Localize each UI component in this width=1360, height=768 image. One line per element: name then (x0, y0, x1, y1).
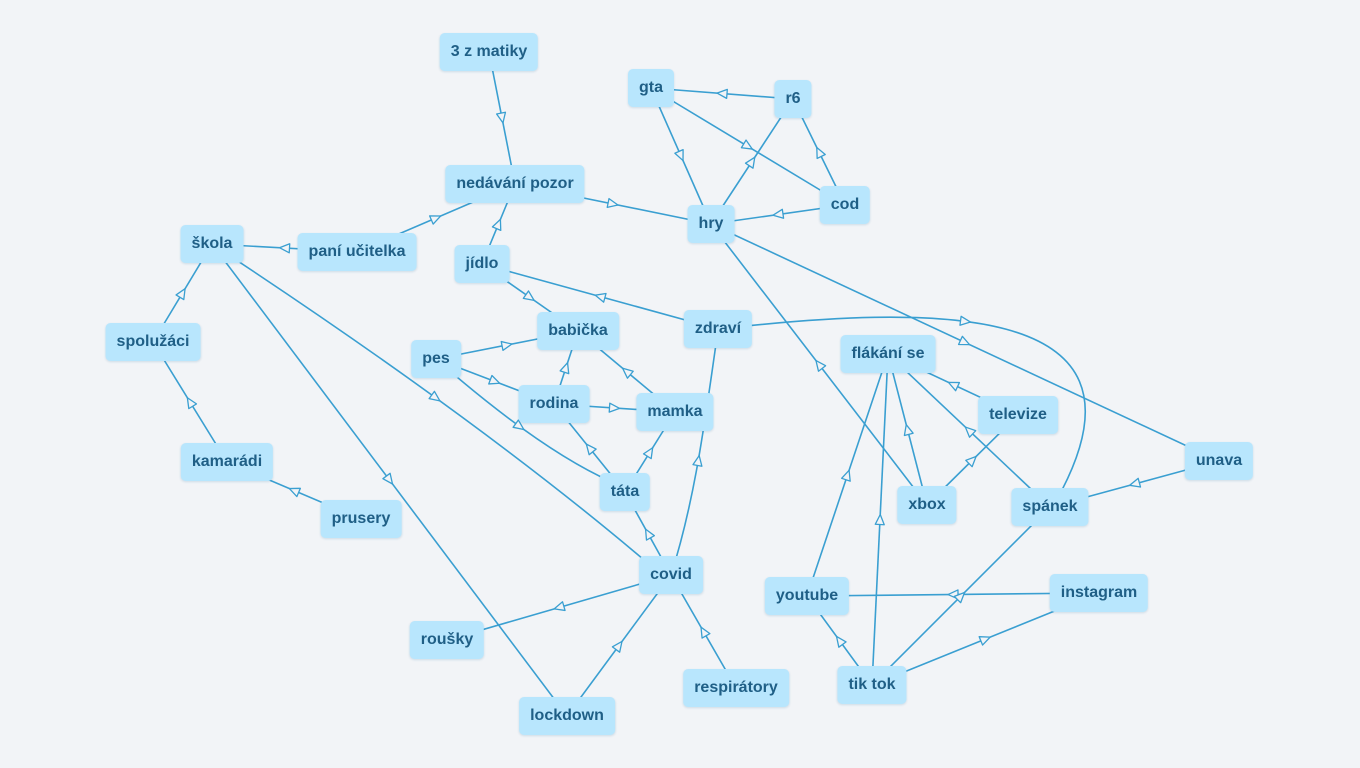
arrowhead-unava-to-spanek (1129, 477, 1142, 488)
arrowhead-tata-to-mamka (642, 447, 654, 460)
node-tata[interactable]: táta (599, 473, 651, 511)
arrowhead-televize-to-flakani (947, 381, 961, 392)
node-televize[interactable]: televize (978, 396, 1058, 434)
node-hry[interactable]: hry (687, 205, 735, 243)
arrowhead-prusery-to-kamaradi (288, 487, 302, 498)
node-xbox[interactable]: xbox (897, 486, 957, 524)
node-youtube[interactable]: youtube (764, 577, 850, 615)
node-unava[interactable]: unava (1184, 442, 1254, 480)
node-nedavani-pozor[interactable]: nedávání pozor (445, 165, 585, 203)
arrowhead-xbox-to-hry (815, 359, 827, 372)
arrowhead-kamaradi-to-spoluzaci (186, 397, 198, 410)
node-skola[interactable]: škola (180, 225, 244, 263)
connector-pes-to-tata (435, 358, 613, 483)
arrowhead-youtube-to-flakani (840, 469, 851, 482)
arrowhead-jidlo-to-nedavani (491, 218, 502, 231)
arrowhead-tiktok-to-spanek (953, 591, 966, 604)
arrowhead-ucitelka-to-skola (278, 243, 291, 254)
node-flakani-se[interactable]: flákání se (840, 335, 936, 373)
node-kamaradi[interactable]: kamarádi (180, 443, 274, 481)
arrowhead-xbox-to-televize (965, 455, 977, 468)
node-cod[interactable]: cod (819, 186, 871, 224)
arrowhead-rodina-to-mamka (608, 402, 621, 413)
node-lockdown[interactable]: lockdown (519, 697, 615, 735)
node-pes[interactable]: pes (411, 340, 461, 378)
arrowhead-gta-to-hry (674, 148, 684, 162)
arrowhead-spanek-to-flakani (964, 426, 977, 438)
arrowhead-gta-to-cod (740, 139, 753, 150)
node-respiratory[interactable]: respirátory (683, 669, 789, 707)
arrowhead-respiratory-to-covid (700, 626, 711, 639)
arrowhead-tiktok-to-youtube (835, 635, 847, 648)
arrowhead-pes-to-tata (512, 419, 525, 431)
arrowhead-tiktok-to-flakani (874, 513, 885, 526)
node-r6[interactable]: r6 (774, 80, 812, 118)
arrowhead-zdravi-to-spanek (959, 315, 972, 326)
arrowhead-hry-to-unava (957, 335, 971, 346)
arrowhead-lockdown-to-covid (611, 640, 623, 653)
arrowhead-tiktok-to-instagram (978, 636, 991, 646)
arrowhead-pes-to-rodina (488, 374, 501, 385)
connector-zdravi-to-spanek (717, 316, 1087, 491)
node-gta[interactable]: gta (628, 69, 674, 107)
node-instagram[interactable]: instagram (1049, 574, 1149, 612)
arrowhead-rodina-to-babicka (559, 362, 570, 375)
node-zdravi[interactable]: zdraví (683, 310, 753, 348)
node-covid[interactable]: covid (639, 556, 703, 594)
node-tik-tok[interactable]: tik tok (837, 666, 907, 704)
arrowhead-skola-to-lockdown (382, 472, 394, 485)
arrowhead-covid-to-tata (644, 528, 656, 541)
connector-covid-to-zdravi (670, 343, 717, 576)
node-prusery[interactable]: prusery (320, 500, 402, 538)
arrowhead-zdravi-to-jidlo (594, 292, 607, 303)
arrowhead-covid-to-rousky (553, 601, 566, 612)
arrowhead-mamka-to-babicka (622, 367, 634, 379)
arrowhead-nedavani-to-hry (606, 197, 619, 209)
arrowhead-matiky-to-nedavani (495, 111, 507, 124)
arrowhead-r6-to-gta (716, 88, 728, 100)
arrowhead-jidlo-to-babicka (522, 290, 535, 302)
node-babicka[interactable]: babička (537, 312, 619, 350)
arrowhead-tata-to-rodina (585, 443, 597, 456)
arrowhead-xbox-to-flakani (903, 424, 914, 437)
arrowhead-ucitelka-to-nedavani (428, 215, 442, 225)
connector-skola-to-covid (211, 243, 651, 566)
node-3-z-matiky[interactable]: 3 z matiky (439, 33, 539, 71)
node-pani-ucitelka[interactable]: paní učitelka (297, 233, 417, 271)
arrowhead-hry-to-r6 (744, 156, 756, 169)
node-spoluzaci[interactable]: spolužáci (105, 323, 201, 361)
node-spanek[interactable]: spánek (1011, 488, 1089, 526)
node-mamka[interactable]: mamka (636, 393, 714, 431)
arrowhead-cod-to-r6 (816, 146, 826, 160)
node-jidlo[interactable]: jídlo (454, 245, 510, 283)
arrowhead-spoluzaci-to-skola (175, 288, 186, 301)
arrowhead-covid-to-zdravi (692, 454, 703, 467)
node-rousky[interactable]: roušky (409, 621, 485, 659)
arrowhead-skola-to-covid (428, 390, 441, 402)
arrowhead-pes-to-babicka (500, 340, 513, 352)
arrowhead-cod-to-hry (772, 208, 785, 219)
node-rodina[interactable]: rodina (518, 385, 590, 423)
